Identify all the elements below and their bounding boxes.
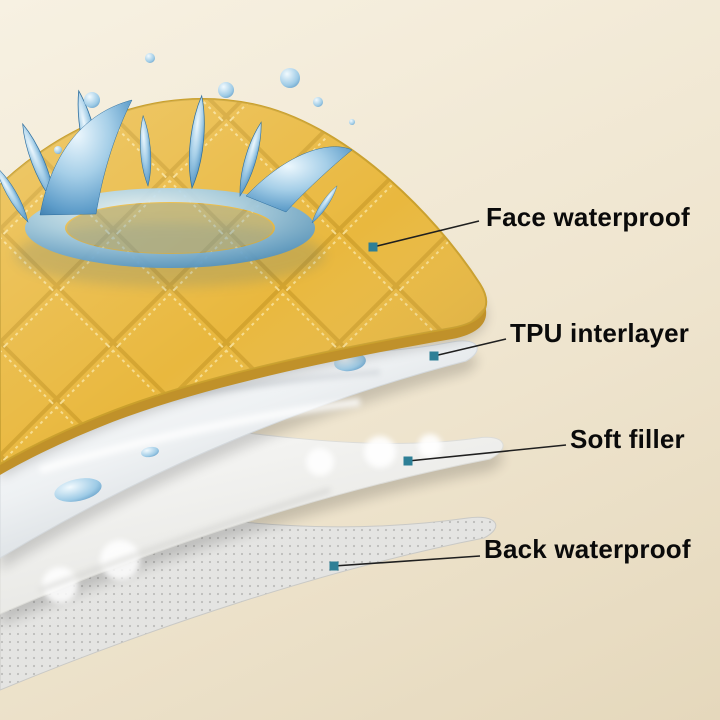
- marker-face: [368, 242, 378, 252]
- splash-pool: [67, 203, 273, 253]
- label-back-waterproof-text: Back waterproof: [484, 534, 691, 564]
- label-face-waterproof-text: Face waterproof: [486, 202, 690, 232]
- marker-tpu: [429, 351, 439, 361]
- label-back-waterproof: Back waterproof: [484, 534, 691, 565]
- filler-fluff-texture: [39, 434, 442, 603]
- splash-wave-left: [39, 99, 133, 216]
- leader-line-back: [333, 555, 481, 567]
- label-soft-filler-text: Soft filler: [570, 424, 685, 454]
- water-splash-graphic: [0, 53, 355, 287]
- splash-crown-ring: [25, 188, 315, 268]
- droplet-icon: [141, 446, 159, 458]
- splash-droplets: [54, 53, 355, 154]
- label-soft-filler: Soft filler: [570, 424, 685, 455]
- annotation-leaders: [329, 220, 567, 571]
- leader-line-face: [372, 220, 480, 248]
- marker-filler: [403, 456, 413, 466]
- label-tpu-interlayer-text: TPU interlayer: [510, 318, 690, 348]
- marker-back: [329, 561, 339, 571]
- splash-spikes: [0, 89, 353, 224]
- droplet-icon: [54, 478, 102, 502]
- leader-line-tpu: [433, 338, 507, 357]
- label-tpu-interlayer: TPU interlayer: [510, 318, 689, 349]
- splash-wave-right: [245, 146, 353, 213]
- label-face-waterproof: Face waterproof: [486, 202, 690, 233]
- leader-line-filler: [407, 444, 567, 462]
